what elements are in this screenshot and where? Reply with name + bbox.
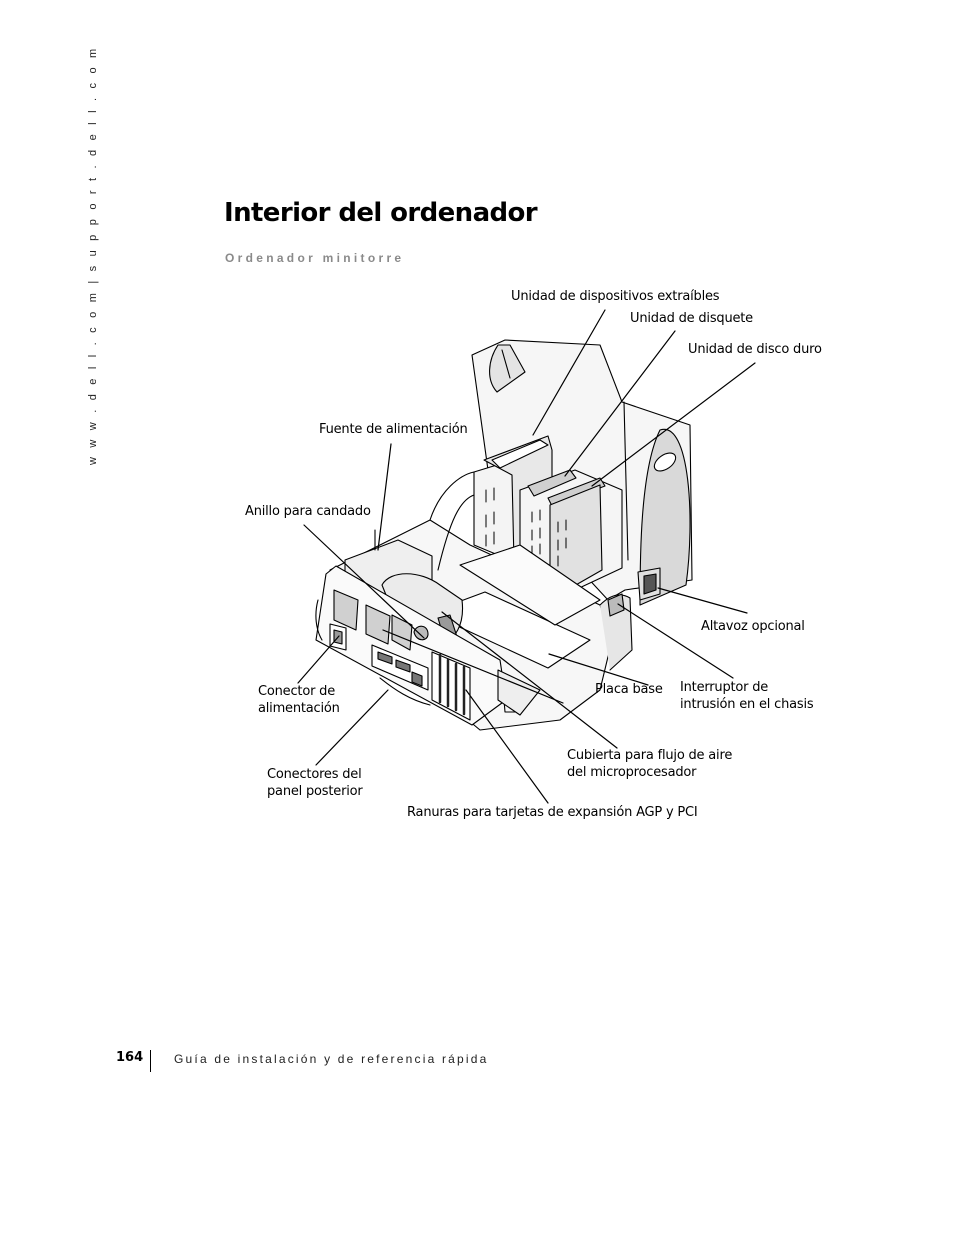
label-back-panel-connectors: Conectores del panel posterior <box>267 767 363 799</box>
label-hard-drive: Unidad de disco duro <box>688 342 822 357</box>
expansion-slots <box>431 651 471 721</box>
label-expansion-slots: Ranuras para tarjetas de expansión AGP y… <box>407 805 698 820</box>
label-removable-media-drive: Unidad de dispositivos extraíbles <box>511 289 720 304</box>
hard-drive <box>549 484 603 587</box>
label-power-connector: Conector de alimentación <box>258 684 340 716</box>
intrusion-switch <box>607 593 625 617</box>
page-title: Interior del ordenador <box>224 198 538 228</box>
padlock-ring <box>413 625 429 641</box>
label-motherboard: Placa base <box>595 682 663 697</box>
side-panel-right <box>639 428 691 606</box>
floppy-drive <box>527 469 577 497</box>
footer-divider <box>150 1050 151 1072</box>
label-intrusion-switch: Interruptor de intrusión en el chasis <box>680 680 814 712</box>
section-subtitle: Ordenador minitorre <box>225 251 405 265</box>
label-floppy-drive: Unidad de disquete <box>630 311 753 326</box>
label-airflow-shroud: Cubierta para flujo de aire del micropro… <box>567 748 733 780</box>
label-padlock-ring: Anillo para candado <box>245 504 371 519</box>
label-optional-speaker: Altavoz opcional <box>701 619 805 634</box>
footer-guide-title: Guía de instalación y de referencia rápi… <box>174 1052 489 1066</box>
page-number: 164 <box>116 1050 144 1065</box>
label-power-supply: Fuente de alimentación <box>319 422 468 437</box>
